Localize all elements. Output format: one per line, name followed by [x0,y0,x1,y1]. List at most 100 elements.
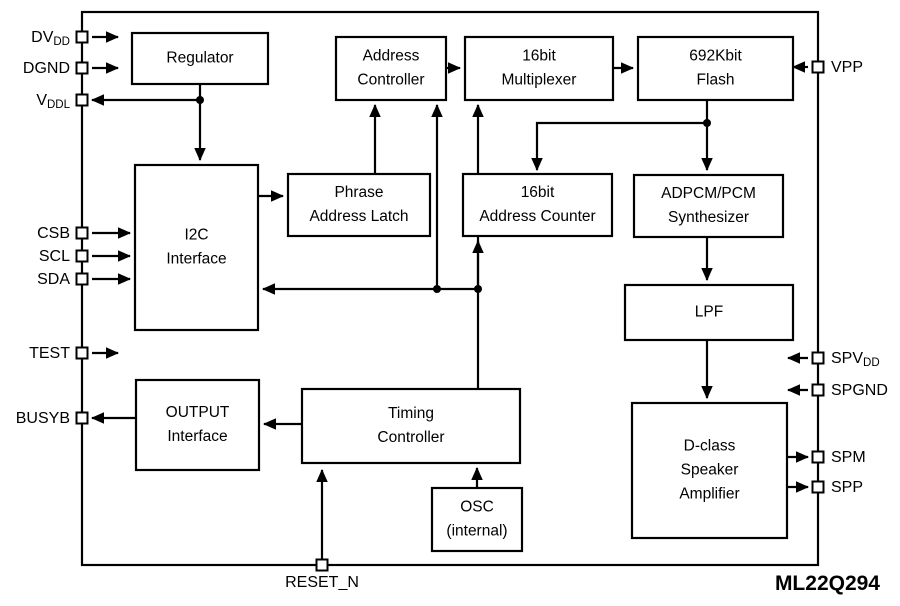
chip-boundary [80,10,820,567]
block-rect-timing-controller [300,387,522,465]
block-label-speaker-amp: D-class [684,438,736,455]
block-label-timing-controller: Timing [388,405,434,422]
pin-label-vpp: VPP [831,59,863,76]
pin-label-spp: SPP [831,479,863,496]
block-i2c: I2C Interface [133,163,260,332]
block-rect-phrase-address-latch [286,172,432,238]
block-rect-address-counter [461,172,614,238]
pin-label-spgnd: SPGND [831,382,888,399]
pin-pad-reset-n[interactable] [315,558,329,572]
pin-label-dgnd: DGND [23,60,70,77]
pin-csb[interactable]: CSB [37,225,89,242]
pin-label-spvdd: SPVDD [831,350,880,369]
pin-pad-sda[interactable] [75,272,89,286]
pin-spvdd[interactable]: SPVDD [811,350,880,369]
part-number-label: ML22Q294 [775,572,880,595]
block-label-flash: Flash [697,72,735,89]
block-label-multiplexer: 16bit [522,48,556,65]
block-label-address-controller: Controller [357,72,424,89]
block-osc: OSC (internal) [430,486,524,553]
pin-label-sda: SDA [37,271,70,288]
block-rect-i2c [133,163,260,332]
block-regulator: Regulator [130,31,270,86]
pin-spgnd[interactable]: SPGND [811,382,888,399]
pin-pad-scl[interactable] [75,249,89,263]
pin-dgnd[interactable]: DGND [23,60,89,77]
block-label-i2c: Interface [166,251,226,268]
block-label-timing-controller: Controller [377,429,444,446]
junction-flash-out [703,119,711,127]
pin-label-test: TEST [29,345,70,362]
pin-label-reset-n: RESET_N [285,574,359,591]
block-rect-lpf [623,283,795,342]
pin-label-spm: SPM [831,449,866,466]
block-label-address-counter: 16bit [521,184,555,201]
block-label-output-interface: OUTPUT [166,404,230,421]
block-synthesizer: ADPCM/PCM Synthesizer [632,173,785,239]
wires [90,31,810,565]
wire-flash-to-address-counter [531,121,707,172]
block-rect-regulator [130,31,270,86]
block-label-multiplexer: Multiplexer [502,72,577,89]
pin-pad-dvdd[interactable] [75,30,89,44]
pin-pad-vpp[interactable] [811,60,825,74]
pin-spm[interactable]: SPM [811,449,866,466]
pin-vpp[interactable]: VPP [811,59,864,76]
pin-sda[interactable]: SDA [37,271,89,288]
block-rect-output-interface [134,378,261,472]
block-label-speaker-amp: Speaker [681,462,739,479]
block-output-interface: OUTPUT Interface [134,378,261,472]
block-label-synthesizer: ADPCM/PCM [661,185,756,202]
block-rect-address-controller [334,35,448,102]
block-rect-speaker-amp [630,401,789,540]
block-lpf: LPF [623,283,795,342]
pin-label-csb: CSB [37,225,70,242]
pin-pad-csb[interactable] [75,226,89,240]
junction-regulator-vddl [196,96,204,104]
pin-pad-test[interactable] [75,346,89,360]
pin-pad-dgnd[interactable] [75,61,89,75]
block-label-flash: 692Kbit [689,48,742,65]
block-label-address-counter: Address Counter [479,208,595,225]
block-label-osc: (internal) [446,523,507,540]
pin-label-dvdd: DVDD [31,29,70,48]
pin-dvdd[interactable]: DVDD [31,29,89,48]
block-label-address-controller: Address [363,48,420,65]
pin-pad-spgnd[interactable] [811,383,825,397]
pin-scl[interactable]: SCL [39,248,89,265]
pin-busyb[interactable]: BUSYB [16,410,89,427]
block-label-phrase-address-latch: Address Latch [309,208,408,225]
block-label-speaker-amp: Amplifier [679,486,739,503]
pin-label-vddl: VDDL [36,92,70,111]
block-label-regulator: Regulator [166,50,233,67]
pin-reset-n[interactable]: RESET_N [285,558,359,592]
package-pins: DVDD DGND VDDL CSB SCL SDA TEST BUSYB VPP SPVDD SP… [16,29,888,591]
block-label-i2c: I2C [184,227,208,244]
pin-pad-busyb[interactable] [75,411,89,425]
pin-pad-spm[interactable] [811,450,825,464]
pin-test[interactable]: TEST [29,345,89,362]
pin-spp[interactable]: SPP [811,479,864,496]
pin-pad-spp[interactable] [811,480,825,494]
pin-pad-spvdd[interactable] [811,351,825,365]
block-rect-multiplexer [463,35,615,102]
block-rect-flash [636,35,795,102]
block-label-phrase-address-latch: Phrase [334,184,383,201]
block-label-synthesizer: Synthesizer [668,209,749,226]
pin-label-busyb: BUSYB [16,410,70,427]
pin-pad-vddl[interactable] [75,93,89,107]
pin-vddl[interactable]: VDDL [36,92,89,111]
block-label-output-interface: Interface [167,428,227,445]
block-label-lpf: LPF [695,304,723,321]
block-rect-synthesizer [632,173,785,239]
block-label-osc: OSC [460,499,494,516]
